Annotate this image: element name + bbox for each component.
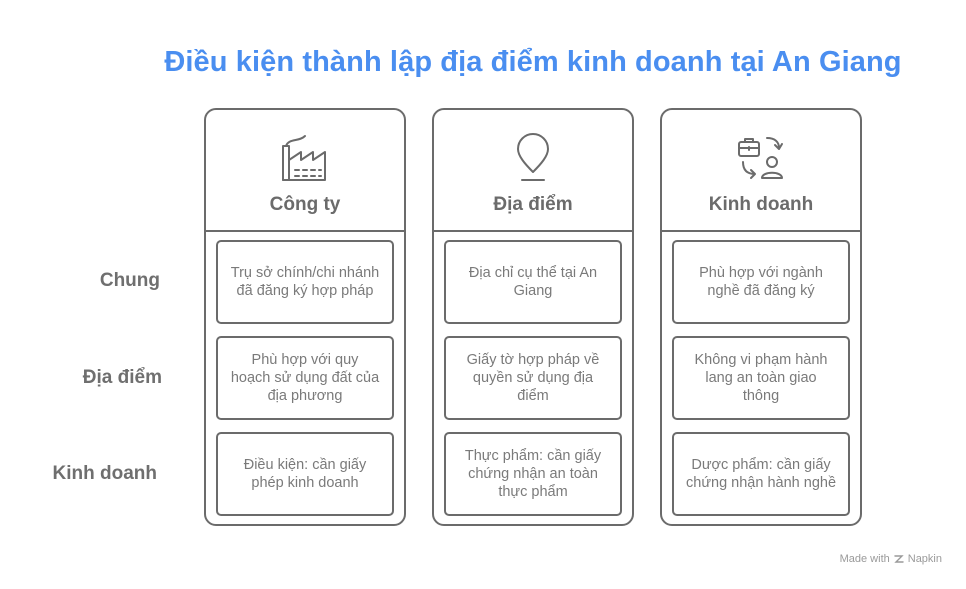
column-cong-ty: Công ty Trụ sở chính/chi nhánh đã đăng k… (204, 108, 406, 526)
column-title: Công ty (269, 194, 341, 215)
made-with-napkin-badge[interactable]: Made with Napkin (840, 553, 942, 565)
factory-icon (282, 135, 326, 181)
column-title: Kinh doanh (708, 194, 814, 215)
row-label-dia-diem: Địa điểm (82, 367, 162, 388)
column-header: Kinh doanh (662, 110, 860, 232)
column-dia-diem: Địa điểm Địa chỉ cụ thể tại An Giang Giấ… (432, 108, 634, 526)
napkin-logo-icon (894, 555, 904, 563)
column-kinh-doanh: Kinh doanh Phù hợp với ngành nghề đã đăn… (660, 108, 862, 526)
cell-cong-ty-chung: Trụ sở chính/chi nhánh đã đăng ký hợp ph… (216, 240, 394, 324)
column-header: Địa điểm (434, 110, 632, 232)
column-header: Công ty (206, 110, 404, 232)
napkin-brand-label: Napkin (907, 553, 942, 565)
cell-cong-ty-kinh-doanh: Điều kiện: cần giấy phép kinh doanh (216, 432, 394, 516)
cell-cong-ty-dia-diem: Phù hợp với quy hoạch sử dụng đất của đị… (216, 336, 394, 420)
row-label-kinh-doanh: Kinh doanh (52, 463, 157, 484)
row-label-chung: Chung (99, 270, 160, 291)
location-pin-icon (517, 133, 549, 181)
cell-dia-diem-dia-diem: Giấy tờ hợp pháp về quyền sử dụng địa đi… (444, 336, 622, 420)
business-person-exchange-icon (738, 137, 783, 179)
cell-kinh-doanh-chung: Phù hợp với ngành nghề đã đăng ký (672, 240, 850, 324)
diagram-title: Điều kiện thành lập địa điểm kinh doanh … (164, 46, 902, 78)
cell-dia-diem-kinh-doanh: Thực phẩm: cần giấy chứng nhận an toàn t… (444, 432, 622, 516)
cell-kinh-doanh-kinh-doanh: Dược phẩm: cần giấy chứng nhận hành nghề (672, 432, 850, 516)
column-title: Địa điểm (493, 194, 573, 215)
cell-dia-diem-chung: Địa chỉ cụ thể tại An Giang (444, 240, 622, 324)
made-with-label: Made with (839, 553, 890, 565)
cell-kinh-doanh-dia-diem: Không vi phạm hành lang an toàn giao thô… (672, 336, 850, 420)
